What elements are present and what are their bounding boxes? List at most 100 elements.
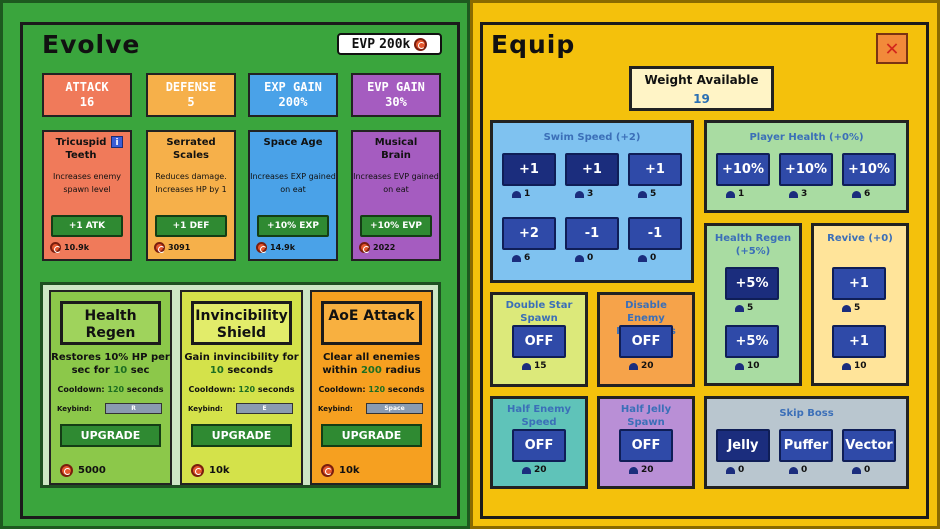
- upgrade-button[interactable]: +1 DEF: [155, 215, 227, 237]
- equip-option-button[interactable]: +1: [565, 153, 619, 186]
- weight-icon: [735, 304, 744, 312]
- upgrade-button[interactable]: +10% EVP: [360, 215, 432, 237]
- close-button[interactable]: ✕: [876, 33, 908, 64]
- upgrade-name-text: Musical Brain: [374, 137, 418, 161]
- upgrade-name: Musical Brain: [353, 136, 439, 164]
- skill-upgrade-button[interactable]: UPGRADE: [321, 424, 422, 447]
- evp-coin-icon: [191, 464, 204, 477]
- weight-cost: 0: [575, 253, 593, 263]
- equip-option-button[interactable]: -1: [565, 217, 619, 250]
- weight-cost: 10: [842, 361, 867, 371]
- weight-icon: [638, 190, 647, 198]
- skill-desc-num: 10: [209, 365, 224, 376]
- weight-cost: 15: [522, 361, 547, 371]
- stat-value: 16: [79, 95, 95, 109]
- skill-name: Health Regen: [60, 301, 161, 345]
- weight-cost-value: 20: [641, 361, 654, 371]
- skill-desc: Restores 10% HP per sec for 10 sec: [51, 351, 170, 377]
- weight-cost-value: 0: [864, 465, 871, 475]
- evp-coin-icon: [60, 464, 73, 477]
- weight-value: 19: [693, 92, 710, 106]
- weight-cost: 3: [789, 189, 807, 199]
- swim-speed-box-title: Swim Speed (+2): [543, 132, 641, 143]
- skill-desc-post: radius: [385, 365, 421, 376]
- weight-cost: 5: [638, 189, 656, 199]
- keybind-input[interactable]: E: [236, 403, 293, 414]
- weight-cost-value: 1: [524, 189, 531, 199]
- skill-desc-num: 10: [113, 365, 128, 376]
- weight-icon: [852, 466, 861, 474]
- cost-value: 10k: [339, 465, 360, 476]
- upgrade-button[interactable]: +10% EXP: [257, 215, 329, 237]
- skill-upgrade-button[interactable]: UPGRADE: [60, 424, 161, 447]
- equip-option-button[interactable]: Jelly: [716, 429, 770, 462]
- weight-cost: 0: [726, 465, 744, 475]
- weight-cost-value: 20: [641, 465, 654, 475]
- stat-label: ATTACK: [65, 80, 109, 94]
- cost-value: 10k: [209, 465, 230, 476]
- player-health-box: Player Health (+0%)+10%1+10%3+10%6: [704, 120, 909, 213]
- evp-coin-icon: [414, 37, 428, 51]
- weight-icon: [638, 254, 647, 262]
- equip-option-button[interactable]: -1: [628, 217, 682, 250]
- weight-icon: [842, 362, 851, 370]
- skill-upgrade-button[interactable]: UPGRADE: [191, 424, 292, 447]
- equip-option-button[interactable]: +10%: [842, 153, 896, 186]
- cost-value: 10.9k: [64, 243, 90, 252]
- equip-option-button[interactable]: +10%: [779, 153, 833, 186]
- equip-option-button[interactable]: +5%: [725, 325, 779, 358]
- stat-value: 5: [187, 95, 195, 109]
- skill-desc: Gain invincibility for 10 seconds: [182, 351, 301, 377]
- equip-option-button[interactable]: OFF: [512, 325, 566, 358]
- cost-value: 2022: [373, 243, 396, 252]
- upgrade-name: Space Age: [250, 136, 336, 164]
- skill-desc-post: seconds: [227, 365, 274, 376]
- equip-option-button[interactable]: +2: [502, 217, 556, 250]
- skill-name: AoE Attack: [321, 301, 422, 345]
- weight-cost-value: 0: [650, 253, 657, 263]
- half-jelly-box-title: Half Jelly Spawn: [620, 404, 672, 428]
- weight-cost-value: 5: [650, 189, 657, 199]
- upgrade-button[interactable]: +1 ATK: [51, 215, 123, 237]
- equip-option-button[interactable]: Puffer: [779, 429, 833, 462]
- info-icon[interactable]: i: [111, 136, 123, 148]
- keybind-input[interactable]: Space: [366, 403, 423, 414]
- weight-cost: 6: [512, 253, 530, 263]
- weight-icon: [789, 466, 798, 474]
- weight-cost: 0: [638, 253, 656, 263]
- weight-cost: 0: [852, 465, 870, 475]
- upgrade-name: Tricuspid Teethi: [44, 136, 130, 164]
- weight-cost-value: 1: [738, 189, 745, 199]
- equip-option-button[interactable]: +1: [832, 325, 886, 358]
- skill-desc: Clear all enemies within 200 radius: [312, 351, 431, 377]
- stat-label: DEFENSE: [165, 80, 217, 94]
- weight-icon: [512, 254, 521, 262]
- equip-option-button[interactable]: +1: [628, 153, 682, 186]
- equip-option-button[interactable]: OFF: [512, 429, 566, 462]
- weight-cost: 5: [842, 303, 860, 313]
- upgrade-desc: Increases EVP gained on eat: [353, 172, 439, 194]
- equip-option-button[interactable]: +10%: [716, 153, 770, 186]
- equip-option-button[interactable]: OFF: [619, 325, 673, 358]
- equip-option-button[interactable]: OFF: [619, 429, 673, 462]
- health-regen-box-title: Health Regen (+5%): [714, 233, 792, 257]
- weight-cost-value: 0: [738, 465, 745, 475]
- upgrade-cost: 3091: [154, 242, 190, 253]
- weight-available: Weight Available 19: [629, 66, 774, 111]
- equip-option-button[interactable]: +1: [832, 267, 886, 300]
- equip-option-button[interactable]: +5%: [725, 267, 779, 300]
- weight-icon: [522, 466, 531, 474]
- equip-frame: [480, 22, 929, 519]
- equip-option-button[interactable]: +1: [502, 153, 556, 186]
- evolve-title: Evolve: [42, 30, 141, 59]
- weight-icon: [789, 190, 798, 198]
- weight-icon: [842, 304, 851, 312]
- keybind-input[interactable]: R: [105, 403, 162, 414]
- skill-cost: 10k: [191, 464, 230, 477]
- equip-option-button[interactable]: Vector: [842, 429, 896, 462]
